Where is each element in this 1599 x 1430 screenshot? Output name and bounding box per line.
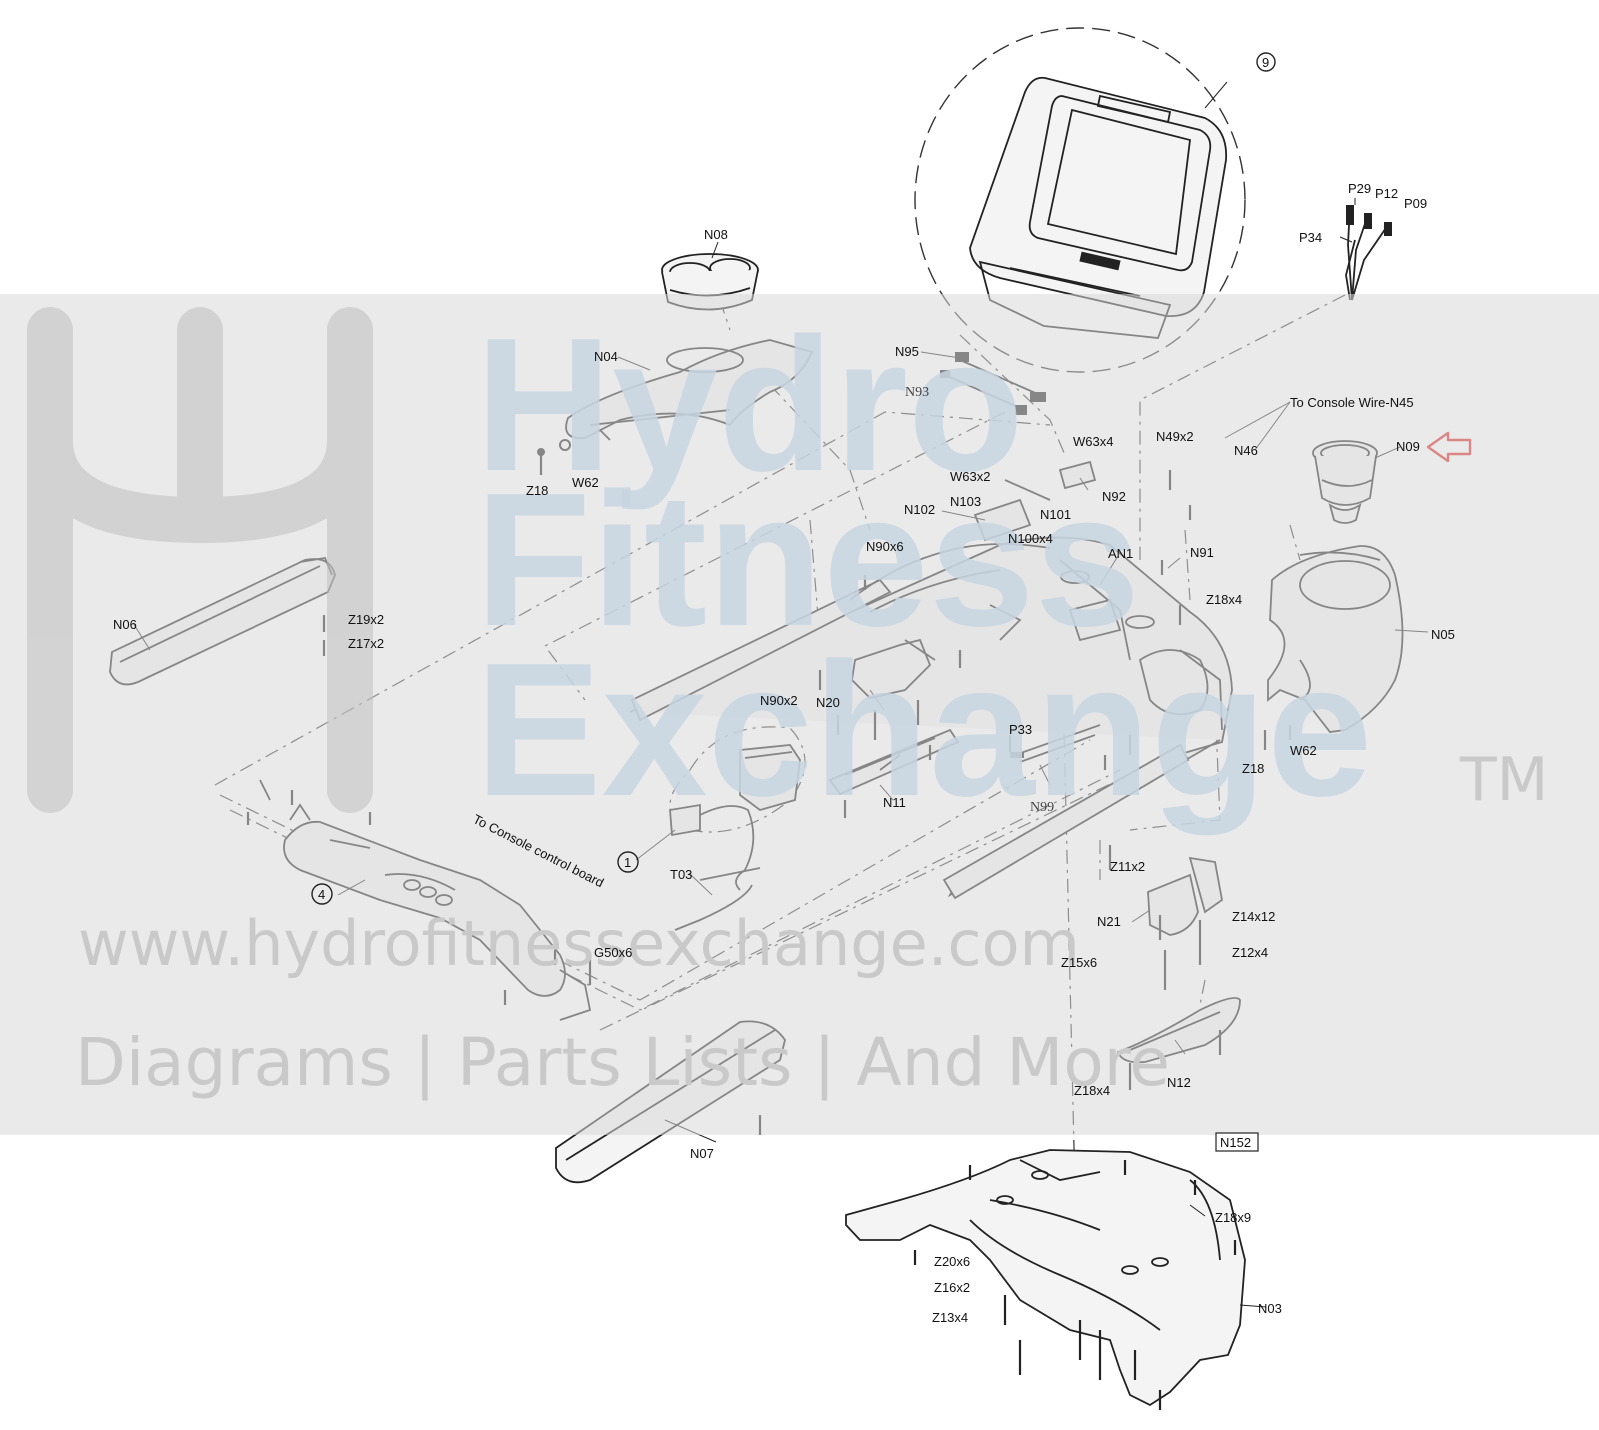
part-N03-motor-hood xyxy=(845,1149,1246,1407)
label-N49x2: N49x2 xyxy=(1156,429,1194,444)
label-circle-9: 9 xyxy=(1262,55,1269,70)
label-P09: P09 xyxy=(1404,196,1427,211)
callout-circle-4 xyxy=(311,883,333,905)
label-Z20x6: Z20x6 xyxy=(934,1254,970,1269)
label-Z16x2: Z16x2 xyxy=(934,1280,970,1295)
label-N20: N20 xyxy=(816,695,840,710)
label-Z19x2: Z19x2 xyxy=(348,612,384,627)
label-Z18x4-a: Z18x4 xyxy=(1206,592,1242,607)
label-T03: T03 xyxy=(670,867,692,882)
label-N92: N92 xyxy=(1102,489,1126,504)
label-Z13x4: Z13x4 xyxy=(932,1310,968,1325)
label-N90x6: N90x6 xyxy=(866,539,904,554)
watermark-url: www.hydrofitnessexchange.com xyxy=(78,907,1080,980)
label-N12: N12 xyxy=(1167,1075,1191,1090)
label-console-wire: To Console Wire-N45 xyxy=(1290,395,1414,410)
cable-bundle xyxy=(1345,204,1392,301)
label-N06: N06 xyxy=(113,617,137,632)
label-Z17x2: Z17x2 xyxy=(348,636,384,651)
watermark-brand-line2: Fitness xyxy=(475,454,1140,666)
label-Z18x9: Z18x9 xyxy=(1215,1210,1251,1225)
console-display xyxy=(969,76,1228,339)
watermark-logo-icon xyxy=(27,307,373,813)
label-W63x2: W63x2 xyxy=(950,469,990,484)
label-circle-1: 1 xyxy=(624,855,631,870)
callout-circle-1 xyxy=(617,851,639,873)
label-circle-4: 4 xyxy=(318,887,325,902)
label-Z18-a: Z18 xyxy=(526,483,548,498)
watermark-brand-line3: Exchange xyxy=(475,624,1373,836)
label-N05: N05 xyxy=(1431,627,1455,642)
label-N101: N101 xyxy=(1040,507,1071,522)
label-N11: N11 xyxy=(883,795,906,810)
label-N09: N09 xyxy=(1396,439,1420,454)
label-N08: N08 xyxy=(704,227,728,242)
watermark-trademark: TM xyxy=(1459,745,1548,815)
label-W62-a: W62 xyxy=(572,475,599,490)
label-N21: N21 xyxy=(1097,914,1121,929)
watermark-brand-line1: Hydro xyxy=(475,299,1024,511)
label-P34: P34 xyxy=(1299,230,1322,245)
label-N93: N93 xyxy=(905,385,929,400)
label-N04: N04 xyxy=(594,349,618,364)
label-Z11x2: Z11x2 xyxy=(1110,859,1145,874)
label-N95: N95 xyxy=(895,344,919,359)
label-AN1: AN1 xyxy=(1108,546,1133,561)
callout-box-N152 xyxy=(1215,1132,1259,1152)
label-N03: N03 xyxy=(1258,1301,1282,1316)
label-P12: P12 xyxy=(1375,186,1398,201)
watermark: Hydro Fitness Exchange TM www.hydrofitne… xyxy=(0,294,1599,1135)
callout-circle-9 xyxy=(1256,52,1276,72)
label-N07: N07 xyxy=(690,1146,714,1161)
label-G50x6: G50x6 xyxy=(594,945,632,960)
label-N46: N46 xyxy=(1234,443,1258,458)
label-N91: N91 xyxy=(1190,545,1214,560)
watermark-band xyxy=(0,294,1599,1135)
label-W63x4: W63x4 xyxy=(1073,434,1113,449)
label-P29: P29 xyxy=(1348,181,1371,196)
label-N90x2: N90x2 xyxy=(760,693,798,708)
label-P33: P33 xyxy=(1009,722,1032,737)
watermark-tagline: Diagrams | Parts Lists | And More xyxy=(75,1024,1170,1101)
label-Z12x4: Z12x4 xyxy=(1232,945,1268,960)
label-Z18x4-b: Z18x4 xyxy=(1074,1083,1110,1098)
label-N152: N152 xyxy=(1220,1135,1251,1150)
label-W62-b: W62 xyxy=(1290,743,1317,758)
label-N102: N102 xyxy=(904,502,935,517)
label-N99: N99 xyxy=(1030,800,1054,815)
label-Z15x6: Z15x6 xyxy=(1061,955,1097,970)
label-Z18-b: Z18 xyxy=(1242,761,1264,776)
label-Z14x12: Z14x12 xyxy=(1232,909,1275,924)
label-N100x4: N100x4 xyxy=(1008,531,1053,546)
label-N103: N103 xyxy=(950,494,981,509)
